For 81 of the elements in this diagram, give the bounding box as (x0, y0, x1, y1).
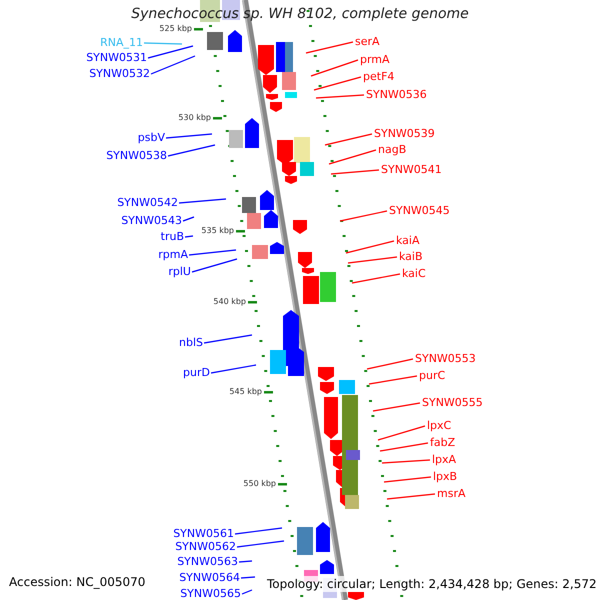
gene-label: lpxB (433, 470, 458, 483)
gene-label: serA (355, 35, 380, 48)
leader-line (238, 560, 252, 563)
gene-label: RNA_11 (100, 36, 143, 49)
leader-line (166, 133, 212, 139)
gene-label: SYNW0542 (117, 196, 178, 209)
position-label: 535 kbp (201, 226, 234, 236)
leader-line (178, 198, 226, 204)
leader-line (210, 364, 256, 374)
gene-label: SYNW0536 (366, 88, 427, 101)
leader-line (368, 375, 418, 385)
gene-label: nblS (179, 336, 203, 349)
gene-label: SYNW0545 (389, 204, 450, 217)
gene-label: rpmA (158, 248, 188, 261)
leader-line (148, 45, 194, 59)
gene-label: nagB (378, 143, 406, 156)
gene-label: lpxC (427, 419, 452, 432)
gene-label: SYNW0553 (415, 352, 476, 365)
leader-line (240, 576, 256, 579)
gene-label: lpxA (432, 453, 456, 466)
gene-label: kaiC (402, 267, 426, 280)
leader-line (144, 42, 182, 45)
leader-line (330, 169, 380, 175)
gene-label: prmA (360, 53, 390, 66)
gene-label: SYNW0531 (86, 51, 147, 64)
gene-label: fabZ (430, 436, 456, 449)
position-label: 525 kbp (159, 24, 192, 34)
gene-label: SYNW0538 (106, 149, 167, 162)
gene-label: SYNW0543 (121, 214, 182, 227)
leader-line (168, 144, 216, 157)
leader-line (236, 540, 284, 548)
leader-line (372, 402, 420, 412)
leader-line (192, 258, 238, 273)
gene-label: SYNW0563 (177, 555, 238, 568)
gene-label: SYNW0564 (179, 571, 240, 584)
leader-line (380, 442, 428, 452)
leader-line (242, 589, 252, 595)
accession-text: Accession: NC_005070 (9, 574, 146, 590)
position-label: 530 kbp (178, 113, 211, 123)
gene-label: truB (160, 230, 184, 243)
gene-label: rplU (168, 265, 191, 278)
leader-line (340, 210, 388, 222)
leader-line (382, 459, 430, 464)
leader-line (366, 358, 414, 370)
gene-label: SYNW0539 (374, 127, 435, 140)
gene-label: SYNW0532 (89, 67, 150, 80)
gene-label: SYNW0561 (173, 527, 234, 540)
gene-label: SYNW0562 (175, 540, 236, 553)
leader-line (352, 273, 400, 284)
leader-line (316, 94, 364, 99)
gene-label: SYNW0541 (381, 163, 442, 176)
leader-line (328, 149, 376, 165)
leader-line (150, 55, 196, 75)
leader-line (348, 256, 398, 264)
leader-line (306, 41, 354, 54)
gene-label: kaiA (396, 234, 420, 247)
leader-line (346, 240, 394, 254)
gene-label: kaiB (399, 250, 423, 263)
leader-line (204, 334, 252, 344)
gene-label: SYNW0555 (422, 396, 483, 409)
position-label: 540 kbp (213, 297, 246, 307)
gene-label: msrA (437, 487, 466, 500)
genome-info-text: Topology: circular; Length: 2,434,428 bp; Genes: 2,572 (267, 576, 597, 592)
leader-line (188, 249, 236, 256)
gene-label: purD (183, 366, 210, 379)
position-label: 550 kbp (243, 479, 276, 489)
leader-line (314, 76, 362, 91)
leader-line (310, 59, 358, 77)
gene-label: purC (419, 369, 446, 382)
gene-label: psbV (138, 131, 165, 144)
leader-line (182, 216, 194, 222)
leader-line (184, 235, 194, 238)
chart-title: Synechococcus sp. WH 8102, complete genome (130, 6, 470, 22)
gene-label: SYNW0565 (180, 587, 241, 600)
leader-line (384, 476, 432, 483)
position-label: 545 kbp (229, 387, 262, 397)
leader-line (324, 133, 372, 146)
gene-label: petF4 (363, 70, 394, 83)
leader-line (386, 493, 436, 500)
leader-line (378, 425, 426, 441)
leader-line (234, 527, 282, 535)
